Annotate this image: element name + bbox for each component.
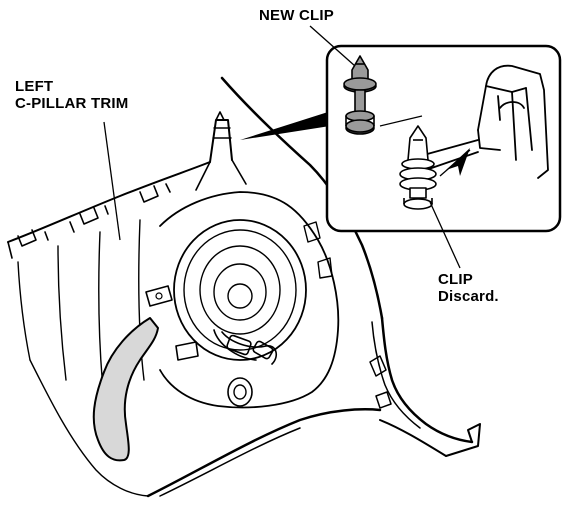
inset-pointer — [240, 112, 330, 140]
new-clip-label-text: NEW CLIP — [259, 7, 334, 24]
trim-label-leader — [103, 121, 121, 241]
left-c-pillar-trim-label: LEFT C-PILLAR TRIM — [15, 78, 128, 112]
c-pillar-trim-panel — [7, 76, 481, 498]
clip-label-line1: CLIP — [438, 271, 473, 288]
detail-inset — [325, 44, 562, 233]
left-trim-label-line1: LEFT — [15, 78, 54, 95]
clip-leader — [429, 201, 461, 269]
new-clip-part — [343, 55, 377, 135]
new-clip-leader — [309, 25, 356, 67]
clip-label-line2: Discard. — [438, 288, 499, 305]
trim-strap — [92, 317, 159, 462]
clip-discard-label: CLIP Discard. — [438, 271, 499, 305]
left-trim-label-line2: C-PILLAR TRIM — [15, 95, 129, 112]
old-clip-part — [399, 125, 437, 210]
new-clip-label: NEW CLIP — [259, 7, 334, 24]
